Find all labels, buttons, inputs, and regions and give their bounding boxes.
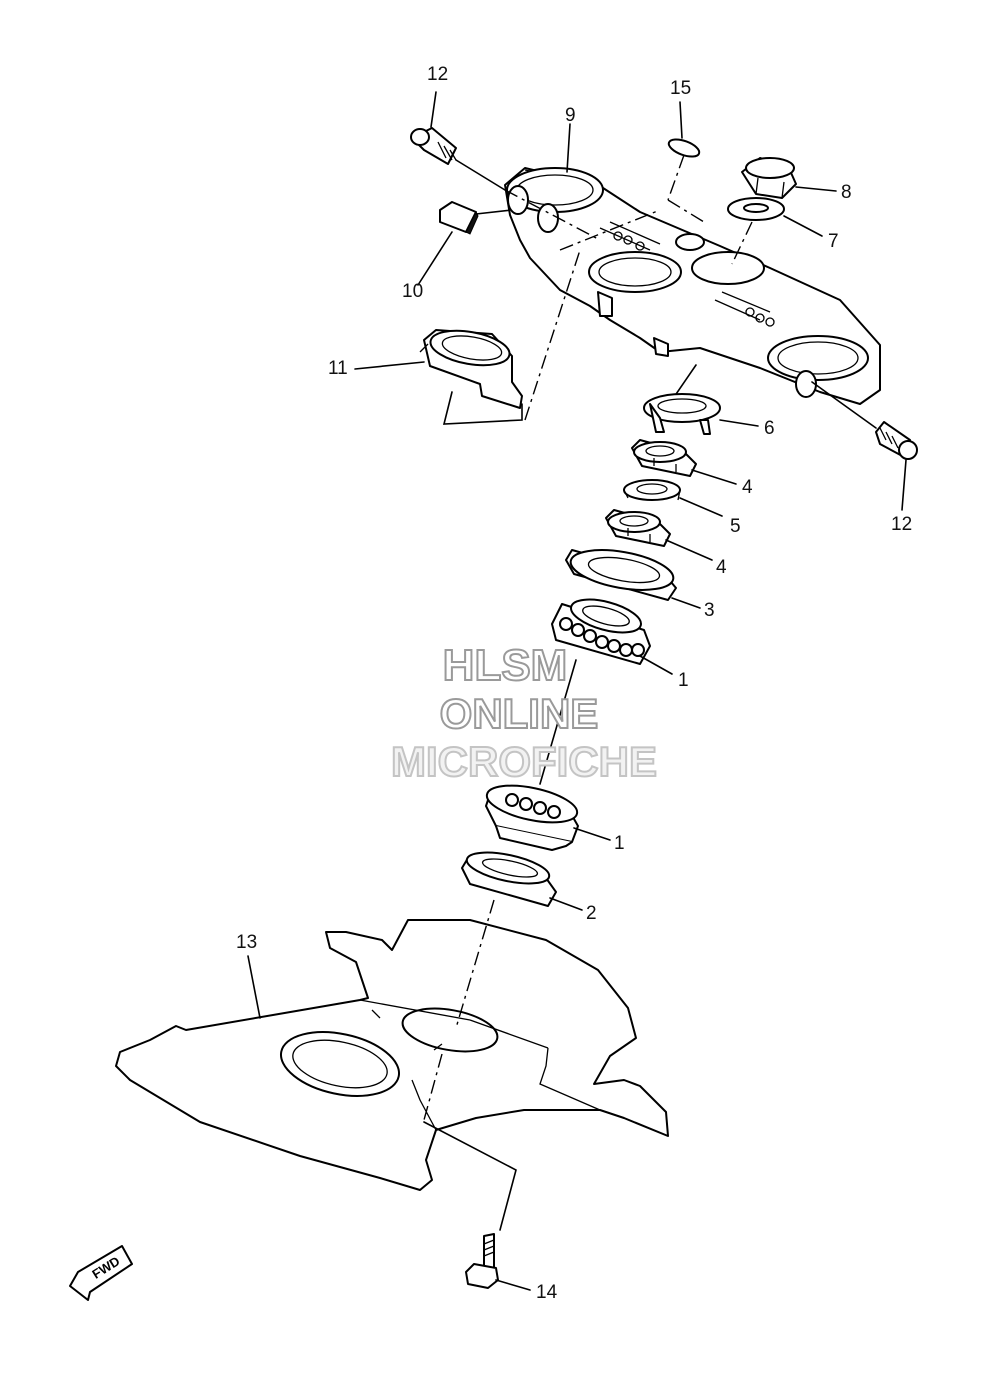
leader-12-lower: [901, 459, 907, 511]
block-10[interactable]: [439, 201, 479, 235]
callout-15: 15: [670, 78, 691, 99]
leader-1-upper: [639, 655, 673, 675]
watermark-line1: HLSM: [443, 641, 568, 690]
axis-lower-seal: [455, 899, 495, 1029]
callout-10: 10: [402, 281, 423, 302]
leader-15: [679, 101, 683, 139]
bolt-14[interactable]: [465, 1233, 499, 1289]
axis-bolt-12: [504, 189, 601, 241]
axis-oring-b: [667, 199, 705, 223]
axis-lower-bolt: [423, 1053, 443, 1121]
watermark: HLSM ONLINE MICROFICHE: [390, 640, 658, 786]
bearing-1-lower[interactable]: [484, 779, 581, 851]
leader-11: [354, 361, 425, 370]
callout-2: 2: [586, 903, 597, 924]
leader-4-upper: [691, 469, 737, 485]
seal-2[interactable]: [461, 847, 557, 907]
callout-5: 5: [730, 516, 741, 537]
holder-11[interactable]: [419, 325, 523, 409]
axis-nut: [731, 221, 753, 265]
leader-4-lower: [665, 539, 713, 561]
callout-14: 14: [536, 1282, 558, 1303]
callout-6: 6: [764, 418, 775, 439]
leader-12-upper-shaft: [455, 159, 506, 191]
callout-13: 13: [236, 932, 257, 953]
leader-14: [495, 1279, 531, 1291]
fwd-arrow-icon: [69, 1245, 133, 1301]
bolt-12-upper[interactable]: [410, 127, 457, 165]
bolt-12-lower[interactable]: [875, 421, 918, 460]
leader-12-upper: [430, 91, 437, 128]
leader-1-lower: [573, 827, 611, 841]
leader-13: [247, 955, 261, 1019]
ringnut-4-lower[interactable]: [605, 509, 671, 547]
callout-9: 9: [565, 105, 576, 126]
callout-8: 8: [841, 182, 852, 203]
leader-5: [679, 497, 723, 517]
leader-2: [549, 897, 583, 911]
washer-5[interactable]: [623, 479, 681, 501]
axis-holder-b: [559, 209, 661, 251]
leader-6: [719, 419, 759, 427]
callout-1-upper: 1: [678, 670, 689, 691]
watermark-line3: MICROFICHE: [391, 738, 657, 785]
axis-oring: [667, 154, 685, 201]
leader-12-lower-shaft: [811, 381, 877, 429]
oring-15[interactable]: [667, 136, 702, 160]
nut-8[interactable]: [741, 157, 797, 199]
leader-10-b: [475, 209, 513, 215]
upper-bracket-9[interactable]: [504, 167, 881, 405]
lower-bracket-13[interactable]: [115, 919, 669, 1191]
callout-4-lower: 4: [716, 557, 727, 578]
callout-4-upper: 4: [742, 477, 753, 498]
callout-1-lower: 1: [614, 833, 625, 854]
leader-9: [566, 123, 571, 173]
axis-holder: [524, 249, 581, 421]
seal-3[interactable]: [565, 543, 677, 601]
ringnut-4-upper[interactable]: [631, 439, 697, 477]
bearing-1-upper[interactable]: [551, 593, 651, 665]
axis-lower-bolt-b: [423, 1121, 517, 1231]
callout-7: 7: [828, 231, 839, 252]
leader-10: [417, 231, 453, 286]
callout-12-lower: 12: [891, 514, 912, 535]
leader-8: [795, 186, 837, 192]
lockwasher-6[interactable]: [643, 393, 721, 435]
callout-3: 3: [704, 600, 715, 621]
leader-3: [671, 597, 701, 609]
leader-7: [783, 215, 823, 237]
axis-stem-mid: [539, 659, 577, 785]
callout-11: 11: [328, 358, 348, 379]
callout-12-upper: 12: [427, 64, 448, 85]
watermark-line2: ONLINE: [440, 690, 599, 737]
washer-7[interactable]: [727, 197, 785, 221]
bracket-11: [442, 391, 523, 425]
